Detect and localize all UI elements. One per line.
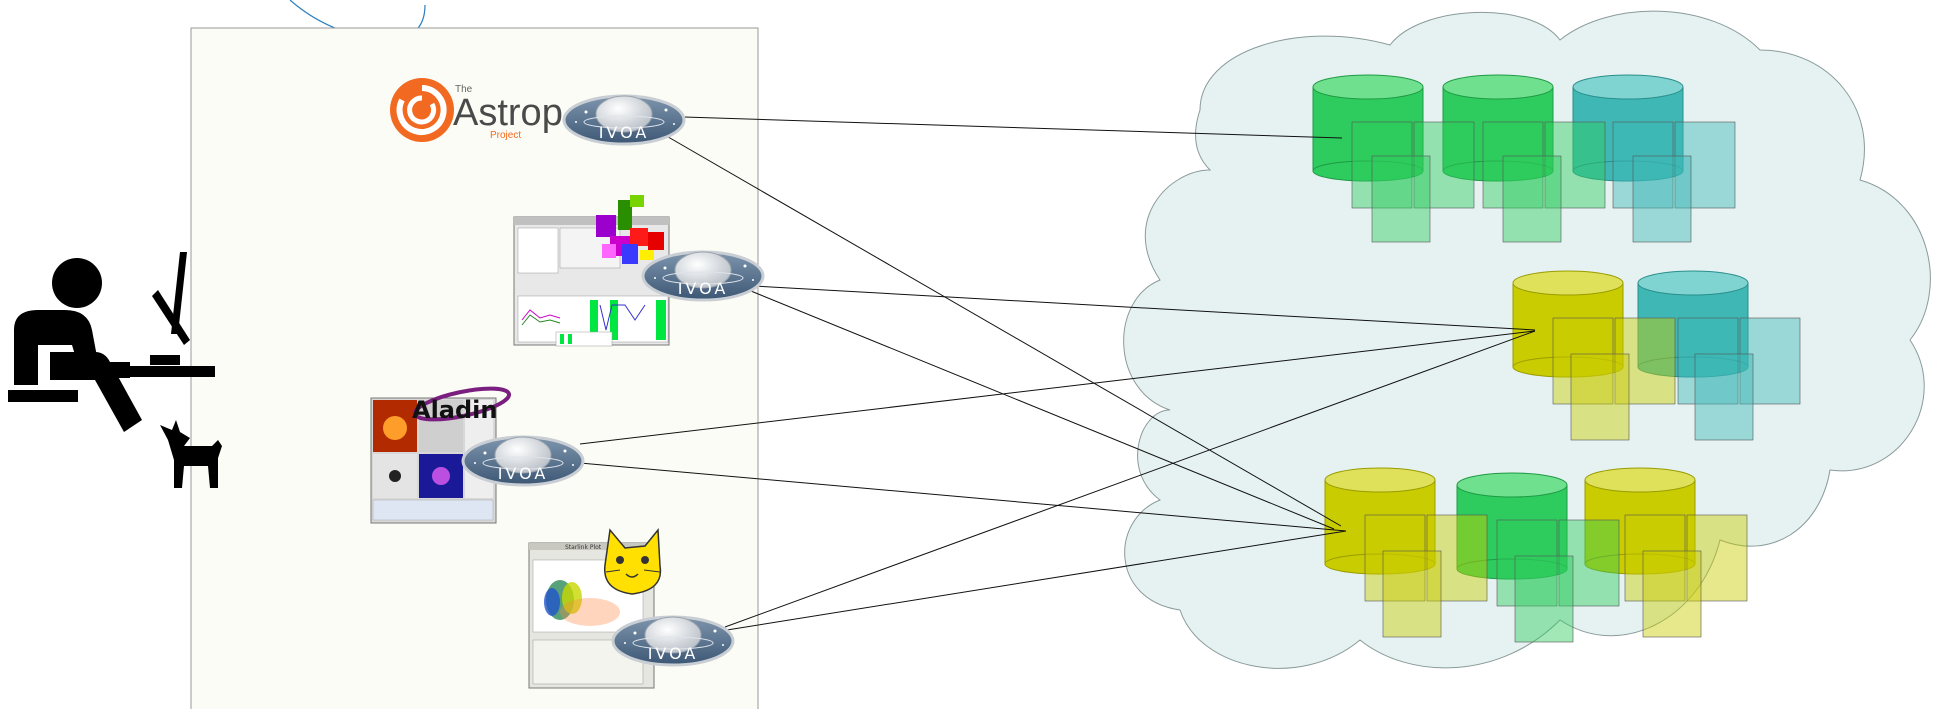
dog-icon [160,420,222,488]
ivoa-saucer-icon: IVOA [562,94,686,146]
connection-lines [579,116,1536,631]
aladin-title: Aladin [412,396,498,424]
aladin-screenshot: Aladin [370,386,512,524]
ivoa-saucer-icon: IVOA [461,435,585,487]
ivoa-saucer-icon: IVOA [611,615,735,667]
astropy-project-label: Project [490,130,521,141]
astropy-name-label: Astrop [453,92,563,134]
topcat-window-title: Starlink Plot [565,544,602,551]
database-cluster-middle [1512,270,1801,441]
ivoa-saucer-icon: IVOA [641,250,765,302]
client-panel [190,27,759,709]
topcat-cat-icon [604,528,662,595]
ivoa-label: IVOA [599,123,650,142]
topcat-screenshot: Starlink Plot [528,528,662,689]
splat-screenshot [513,195,670,347]
ivoa-label: IVOA [678,279,729,298]
astropy-logo: The Astrop Project [390,78,563,142]
database-cluster-bottom [1324,467,1748,643]
desk-user-icon [8,252,215,432]
ivoa-label: IVOA [648,644,699,663]
database-cluster-top [1312,74,1736,243]
astropy-the-label: The [455,84,473,95]
ivoa-label: IVOA [498,464,549,483]
